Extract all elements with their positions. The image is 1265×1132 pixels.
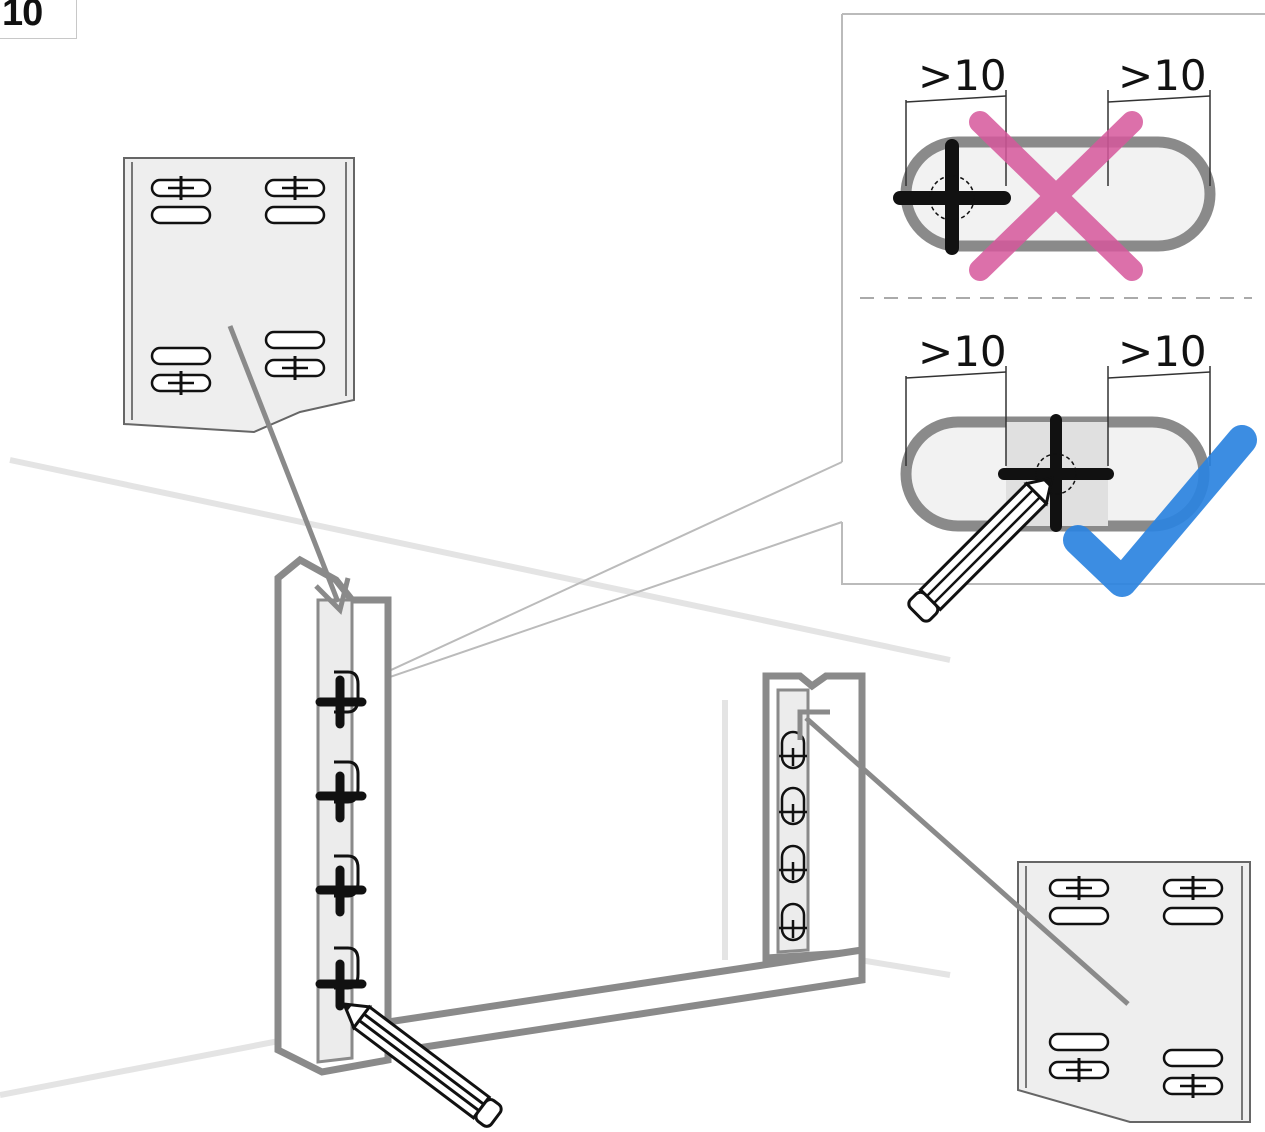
template-panel-bottom-right xyxy=(1017,861,1251,1123)
step-number-box: 10 xyxy=(0,0,77,39)
arrow-icon xyxy=(227,325,351,615)
front-post-marks xyxy=(315,670,367,1011)
pencil-icon xyxy=(907,476,1054,623)
check-mark-icon xyxy=(1063,425,1257,597)
dim-label-correct-right: >10 xyxy=(1118,327,1207,376)
detail-wrong: >10 >10 xyxy=(893,51,1216,281)
room-guide-lines xyxy=(0,457,951,1098)
crosshair-icon xyxy=(893,139,1011,255)
dim-label-wrong-right: >10 xyxy=(1118,51,1207,100)
template-panel-top-left xyxy=(123,157,355,434)
detail-correct: >10 >10 xyxy=(900,327,1257,623)
back-post-marks xyxy=(779,730,807,942)
arrow-icon xyxy=(797,709,1130,1006)
dim-label-correct-left: >10 xyxy=(918,327,1007,376)
step-number: 10 xyxy=(2,0,43,34)
cabinet-frame xyxy=(274,555,866,1076)
dim-label-wrong-left: >10 xyxy=(918,51,1007,100)
crosshair-icon xyxy=(998,414,1114,532)
pencil-icon xyxy=(341,1002,503,1128)
cross-mark-icon xyxy=(969,111,1143,281)
